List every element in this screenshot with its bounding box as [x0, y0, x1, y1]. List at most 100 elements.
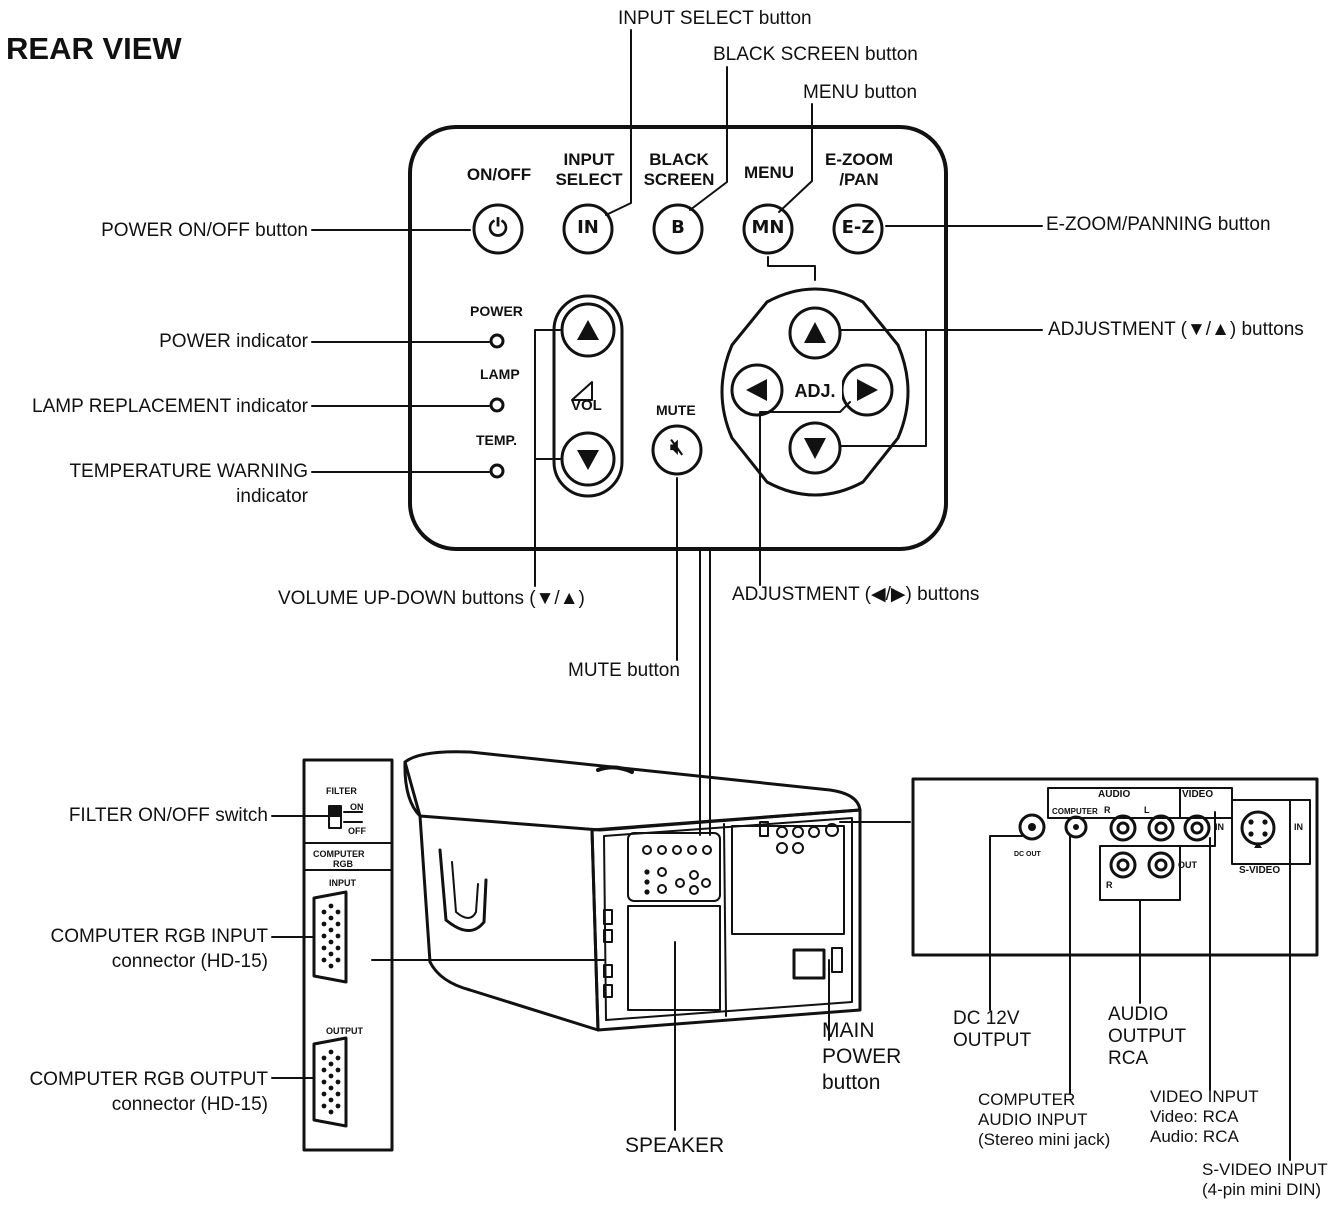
menu-link-bracket	[767, 256, 816, 281]
input-select-button[interactable]: IN	[577, 217, 599, 238]
filter-switch-knob	[329, 806, 341, 817]
projector-front-inner	[603, 817, 853, 1021]
callout-temp-warning: TEMPERATURE WARNING	[69, 461, 308, 482]
callout-dc12v: DC 12V	[953, 1008, 1020, 1029]
conn-svideo-label: S-VIDEO	[1239, 865, 1281, 876]
callout-rgb-input-2: connector (HD-15)	[111, 951, 268, 972]
leader-menu	[778, 103, 813, 213]
volume-up-arrow	[577, 320, 599, 340]
conn-video-label: VIDEO	[1182, 789, 1214, 800]
projector-top-logo	[596, 765, 634, 774]
mute-button-shape	[651, 424, 703, 476]
projector-top	[403, 750, 862, 832]
leader-dc12	[989, 835, 1023, 1011]
projector-connector-area	[731, 825, 845, 935]
caption-menu: MENU	[743, 163, 795, 182]
mute-caption: MUTE	[656, 402, 696, 418]
callout-power-onoff: POWER ON/OFF button	[101, 220, 308, 241]
svideo-pins	[1248, 819, 1268, 837]
conn-r-label: R	[1104, 805, 1111, 815]
leader-adj-updown	[839, 329, 1043, 447]
callout-lamp-indicator: LAMP REPLACEMENT indicator	[32, 396, 308, 417]
adj-left-button-shape	[730, 363, 784, 417]
conn-svideo-in-label: IN	[1294, 822, 1303, 832]
conn-video-in-label: IN	[1215, 822, 1224, 832]
power-indicator-lamp	[489, 333, 505, 349]
temp-indicator-lamp	[489, 463, 505, 479]
adj-right-button-shape	[840, 363, 894, 417]
rgb-out-pins	[321, 1049, 341, 1115]
callout-adjustment-lr: ADJUSTMENT (◀/▶) buttons	[732, 584, 980, 605]
projector-left-side	[403, 760, 600, 1032]
ezoom-button[interactable]: E-Z	[841, 217, 875, 238]
caption-ezoom: E-ZOOM /PAN	[825, 150, 893, 189]
callout-video-input-2: Video: RCA	[1150, 1107, 1239, 1126]
black-screen-button-shape	[652, 203, 704, 255]
callout-rgb-input: COMPUTER RGB INPUT	[50, 926, 268, 947]
input-select-button-shape	[562, 203, 614, 255]
callout-computer-audio-2: AUDIO INPUT	[978, 1110, 1088, 1129]
rgb-in-pins	[321, 903, 341, 969]
volume-capsule	[552, 294, 624, 498]
projector-mini-panel	[627, 832, 721, 902]
menu-button-shape	[742, 203, 794, 255]
lamp-indicator-caption: LAMP	[480, 366, 520, 382]
adj-right-arrow	[857, 379, 878, 401]
side-input-label: INPUT	[329, 878, 356, 888]
black-screen-button[interactable]: B	[671, 217, 685, 238]
callout-video-input: VIDEO INPUT	[1150, 1087, 1259, 1106]
dc-out-jack	[1018, 813, 1046, 841]
volume-caption: VOL	[571, 397, 602, 414]
conn-r2-label: R	[1106, 880, 1113, 890]
conn-computer-label: COMPUTER	[1052, 807, 1098, 816]
callout-ezoom: E-ZOOM/PANNING button	[1046, 214, 1271, 235]
adj-left-arrow	[746, 379, 767, 401]
side-filter-label: FILTER	[326, 786, 357, 796]
callout-speaker: SPEAKER	[625, 1134, 725, 1157]
panel-connector-lines	[699, 548, 711, 836]
projector-connector-holes	[759, 821, 839, 854]
callout-svideo-2: (4-pin mini DIN)	[1202, 1180, 1322, 1199]
callout-mute: MUTE button	[568, 660, 680, 681]
projector-front-divider	[723, 823, 727, 1017]
computer-audio-jack-pin	[1073, 824, 1079, 830]
power-button-shape	[472, 203, 524, 255]
adj-down-arrow	[804, 438, 826, 459]
callout-main-power-2: POWER	[822, 1045, 902, 1068]
projector-left-ports	[603, 909, 613, 998]
callout-video-input-3: Audio: RCA	[1150, 1127, 1239, 1146]
menu-button[interactable]: MN	[751, 217, 785, 238]
page-title: REAR VIEW	[6, 31, 182, 66]
callout-dc12v-2: OUTPUT	[953, 1030, 1032, 1051]
callout-volume: VOLUME UP-DOWN buttons (▼/▲)	[278, 588, 585, 609]
callout-computer-audio: COMPUTER	[978, 1090, 1076, 1109]
projector-power-socket	[792, 948, 826, 980]
svideo-block-outline	[1231, 799, 1311, 865]
adj-up-arrow	[804, 322, 826, 343]
adj-down-button-shape	[788, 421, 842, 475]
volume-up-button-shape	[560, 302, 616, 358]
computer-audio-jack	[1064, 815, 1088, 839]
dc-out-jack-pin	[1028, 823, 1036, 831]
mute-icon[interactable]: 🔇︎	[670, 435, 684, 460]
ezoom-button-shape	[832, 203, 884, 255]
callout-audio-output-2: OUTPUT	[1108, 1026, 1187, 1047]
conn-dc-out-label: DC OUT	[1014, 851, 1041, 858]
svideo-key	[1254, 842, 1262, 848]
svideo-jack	[1240, 810, 1276, 846]
leader-black-screen	[689, 66, 728, 211]
callout-computer-audio-3: (Stereo mini jack)	[978, 1130, 1111, 1149]
side-filter-on: ON	[350, 802, 364, 812]
callout-menu: MENU button	[803, 82, 918, 103]
callout-audio-output: AUDIO	[1108, 1004, 1169, 1025]
callout-adjustment-updown: ADJUSTMENT (▼/▲) buttons	[1048, 319, 1304, 340]
callout-rgb-output-2: connector (HD-15)	[111, 1094, 268, 1115]
power-indicator-caption: POWER	[470, 303, 523, 319]
adjustment-caption: ADJ.	[788, 381, 842, 401]
callout-black-screen: BLACK SCREEN button	[713, 44, 918, 65]
caption-input-select: INPUT SELECT	[555, 150, 623, 189]
power-icon[interactable]: ⏻	[488, 214, 508, 242]
adj-up-button-shape	[788, 306, 842, 360]
rgb-out-connector-outline	[312, 1036, 348, 1128]
